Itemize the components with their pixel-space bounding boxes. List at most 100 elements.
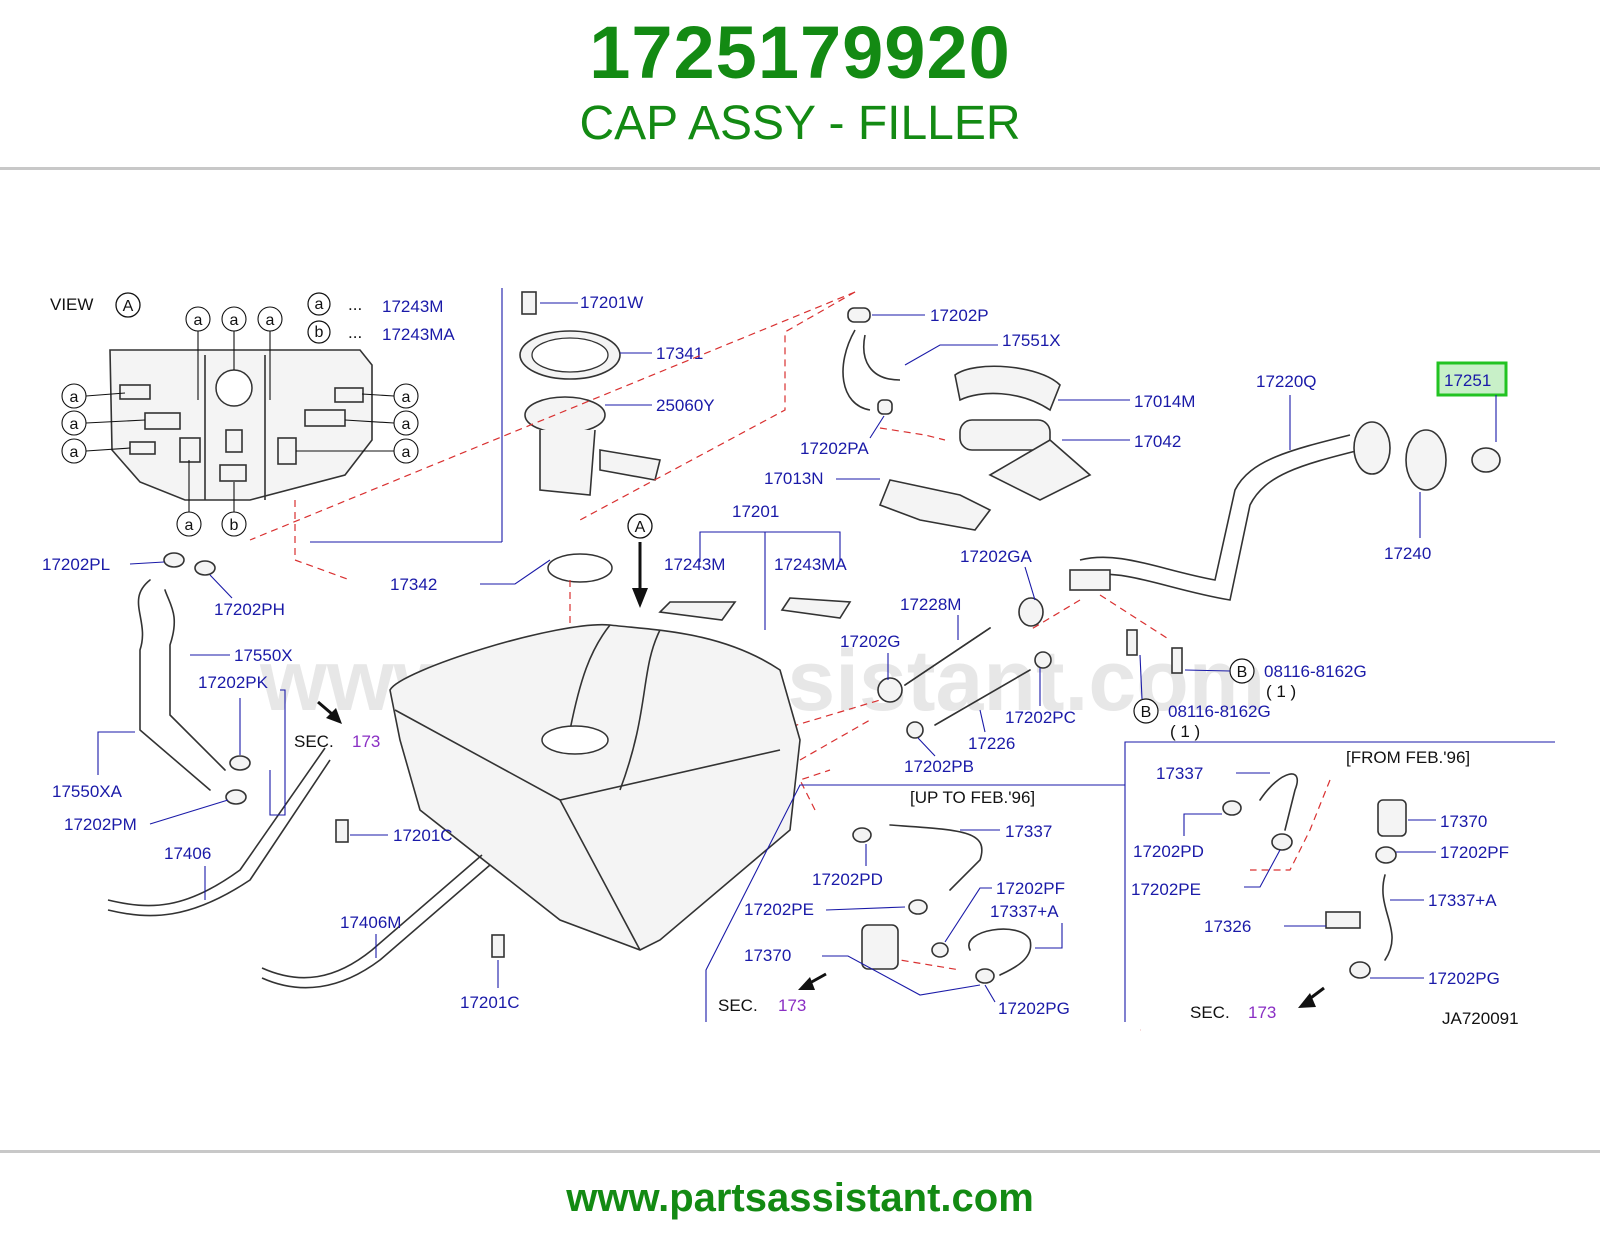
label-17243MA-tank[interactable]: 17243MA	[774, 555, 847, 574]
label-17202PD-up[interactable]: 17202PD	[812, 870, 883, 889]
label-17243M-tank[interactable]: 17243M	[664, 555, 725, 574]
svg-text:a: a	[402, 416, 411, 433]
part-number-title: 1725179920	[589, 11, 1011, 94]
drawing-code: JA720091	[1442, 1009, 1519, 1028]
variant-up-to-parts	[852, 824, 1032, 984]
label-17202PD-from[interactable]: 17202PD	[1133, 842, 1204, 861]
label-17202PG-up[interactable]: 17202PG	[998, 999, 1070, 1018]
svg-text:A: A	[123, 298, 134, 315]
label-17342[interactable]: 17342	[390, 575, 437, 594]
svg-text:a: a	[194, 312, 203, 329]
label-17337A-up[interactable]: 17337+A	[990, 902, 1059, 921]
label-17406[interactable]: 17406	[164, 844, 211, 863]
bolt-ref-1: B 08116-8162G ( 1 )	[1184, 658, 1367, 701]
label-17550X[interactable]: 17550X	[234, 646, 293, 665]
svg-text:173: 173	[352, 732, 380, 751]
svg-text:173: 173	[1248, 1003, 1276, 1022]
svg-text:( 1 ): ( 1 )	[1266, 682, 1296, 701]
label-17228M[interactable]: 17228M	[900, 595, 961, 614]
label-17042[interactable]: 17042	[1134, 432, 1181, 451]
variant-from: [FROM FEB.'96]	[1346, 748, 1470, 767]
svg-text:a: a	[402, 444, 411, 461]
view-label: VIEW	[50, 295, 93, 314]
label-17202PG-from[interactable]: 17202PG	[1428, 969, 1500, 988]
svg-text:a: a	[70, 389, 79, 406]
left-hoses	[107, 552, 505, 989]
sec-ref-left: SEC. 173	[294, 700, 380, 751]
label-17337A-from[interactable]: 17337+A	[1428, 891, 1497, 910]
sec-ref-right: SEC. 173	[1190, 986, 1325, 1022]
bolt-ref-2: B 08116-8162G ( 1 )	[1133, 654, 1271, 741]
sec-ref-center: SEC. 173	[718, 972, 827, 1015]
label-17551X[interactable]: 17551X	[1002, 331, 1061, 350]
label-17202GA[interactable]: 17202GA	[960, 547, 1032, 566]
label-17202PB[interactable]: 17202PB	[904, 757, 974, 776]
label-17370-from[interactable]: 17370	[1440, 812, 1487, 831]
label-17201W[interactable]: 17201W	[580, 293, 643, 312]
center-hoses	[877, 597, 1183, 739]
label-17337-up[interactable]: 17337	[1005, 822, 1052, 841]
svg-text:a: a	[266, 312, 275, 329]
label-17013N[interactable]: 17013N	[764, 469, 824, 488]
svg-text:B: B	[1237, 664, 1248, 681]
label-25060Y[interactable]: 25060Y	[656, 396, 715, 415]
svg-text:B: B	[1141, 704, 1152, 721]
label-17370-up[interactable]: 17370	[744, 946, 791, 965]
label-17202G[interactable]: 17202G	[840, 632, 901, 651]
variant-from-parts	[1222, 773, 1407, 979]
legend-row-b: b ... 17243MA	[307, 320, 455, 344]
svg-text:b: b	[230, 517, 239, 534]
svg-text:a: a	[315, 296, 324, 313]
legend-part-a[interactable]: 17243M	[382, 297, 443, 316]
pump-module-parts	[842, 307, 1092, 531]
label-17202PE-from[interactable]: 17202PE	[1131, 880, 1201, 899]
label-17201C-upper[interactable]: 17201C	[393, 826, 453, 845]
svg-text:a: a	[70, 416, 79, 433]
label-17202PC[interactable]: 17202PC	[1005, 708, 1076, 727]
parts-diagram: www.partsassistant.com VIEW A a ... 1724…	[42, 288, 1555, 1028]
label-17202PM[interactable]: 17202PM	[64, 815, 137, 834]
label-17326[interactable]: 17326	[1204, 917, 1251, 936]
footer-website[interactable]: www.partsassistant.com	[566, 1176, 1034, 1220]
svg-text:SEC.: SEC.	[294, 732, 334, 751]
svg-text:A: A	[635, 519, 646, 536]
highlighted-part-17251[interactable]: 17251	[1436, 361, 1508, 397]
label-17014M[interactable]: 17014M	[1134, 392, 1195, 411]
label-17240[interactable]: 17240	[1384, 544, 1431, 563]
label-17337-from[interactable]: 17337	[1156, 764, 1203, 783]
label-17202PL[interactable]: 17202PL	[42, 555, 110, 574]
bolt-part-2[interactable]: 08116-8162G	[1168, 702, 1271, 721]
svg-text:a: a	[185, 517, 194, 534]
fuel-tank	[389, 623, 801, 951]
label-17550XA[interactable]: 17550XA	[52, 782, 123, 801]
label-17202PK[interactable]: 17202PK	[198, 673, 269, 692]
label-17341[interactable]: 17341	[656, 344, 703, 363]
label-17202PE-up[interactable]: 17202PE	[744, 900, 814, 919]
label-17406M[interactable]: 17406M	[340, 913, 401, 932]
svg-text:( 1 ): ( 1 )	[1170, 722, 1200, 741]
variant-up-to: [UP TO FEB.'96]	[910, 788, 1035, 807]
label-17220Q[interactable]: 17220Q	[1256, 372, 1317, 391]
svg-text:a: a	[70, 444, 79, 461]
filler-neck	[1069, 421, 1501, 601]
label-17202PA[interactable]: 17202PA	[800, 439, 869, 458]
label-17226[interactable]: 17226	[968, 734, 1015, 753]
legend-row-a: a ... 17243M	[307, 292, 443, 316]
svg-text:a: a	[402, 389, 411, 406]
label-17202P[interactable]: 17202P	[930, 306, 989, 325]
label-17202PF-up[interactable]: 17202PF	[996, 879, 1065, 898]
tank-bottom-view	[109, 349, 373, 501]
label-17202PH[interactable]: 17202PH	[214, 600, 285, 619]
bolt-part-1[interactable]: 08116-8162G	[1264, 662, 1367, 681]
legend-part-b[interactable]: 17243MA	[382, 325, 455, 344]
footer-divider	[0, 1150, 1600, 1153]
dashed-guides	[249, 291, 1331, 971]
arrow-marker-a: A	[627, 513, 653, 608]
label-17201C-lower[interactable]: 17201C	[460, 993, 520, 1012]
svg-text:173: 173	[778, 996, 806, 1015]
label-17202PF-from[interactable]: 17202PF	[1440, 843, 1509, 862]
label-17201[interactable]: 17201	[732, 502, 779, 521]
pump-parts	[519, 291, 661, 583]
svg-text:SEC.: SEC.	[718, 996, 758, 1015]
view-marker-circle: A	[115, 292, 141, 318]
